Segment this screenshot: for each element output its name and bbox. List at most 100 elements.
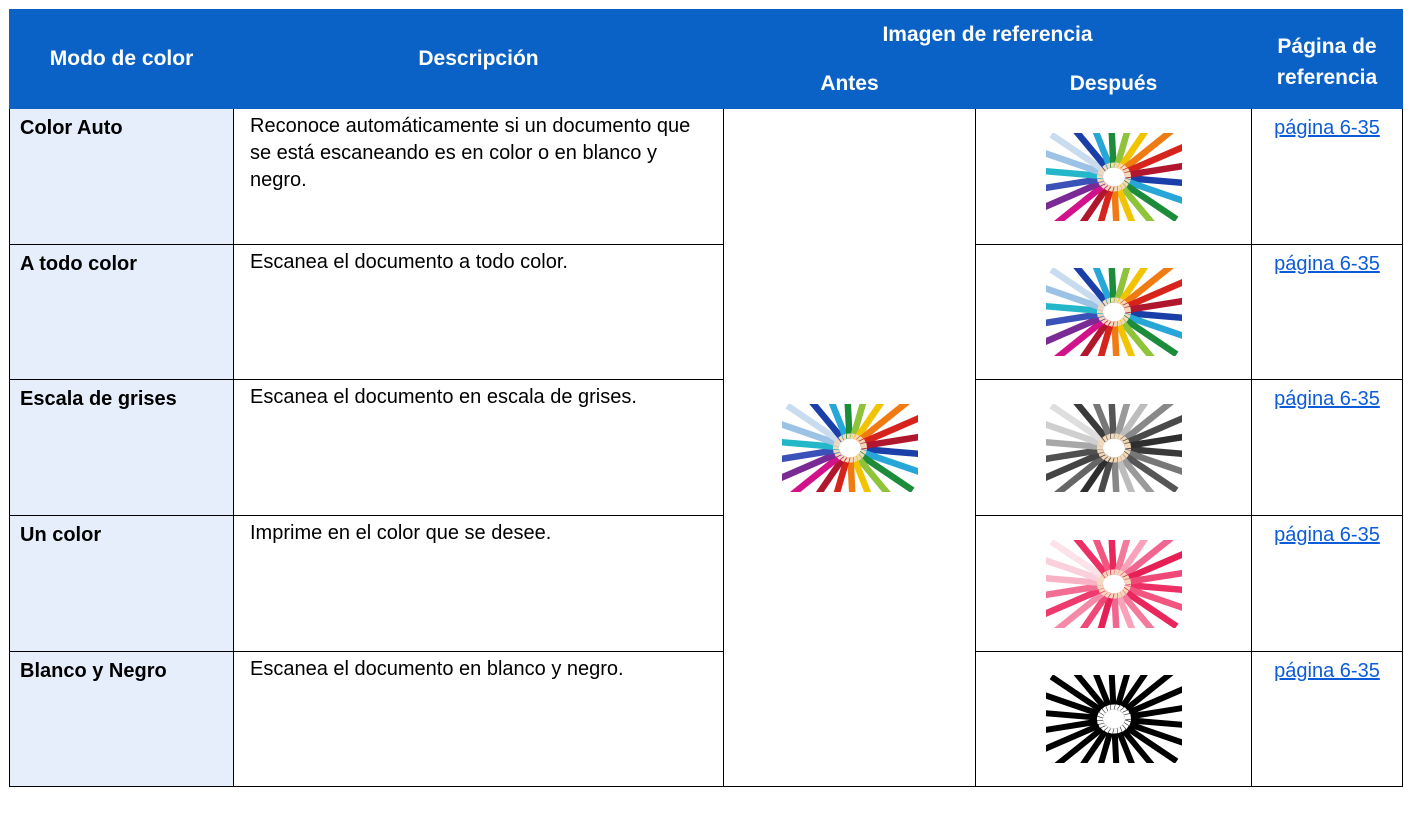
pencil-stroke bbox=[1045, 717, 1104, 733]
pencil-stroke bbox=[1108, 403, 1117, 439]
pencil-stroke bbox=[859, 433, 918, 449]
table-row: Escala de grises Escanea el documento en… bbox=[9, 379, 1403, 516]
pencil-stroke bbox=[852, 403, 884, 442]
pencil-tip bbox=[1101, 298, 1110, 306]
pencil-stroke bbox=[1108, 268, 1117, 303]
pencil-stroke bbox=[855, 403, 910, 444]
pencil-stroke bbox=[856, 450, 914, 492]
pencil-stroke bbox=[815, 453, 847, 492]
pencil-stroke bbox=[1114, 455, 1135, 492]
pencil-stroke bbox=[1116, 268, 1148, 306]
pencil-tip bbox=[1123, 713, 1131, 720]
pencil-stroke bbox=[808, 403, 846, 442]
reference-page-link[interactable]: página 6-35 bbox=[1274, 660, 1380, 682]
pencil-stroke bbox=[1110, 592, 1119, 628]
description-cell: Imprime en el color que se desee. bbox=[233, 515, 724, 652]
pencil-stroke bbox=[1124, 309, 1182, 322]
pencil-stroke bbox=[1122, 719, 1182, 746]
pencil-stroke bbox=[1053, 723, 1108, 763]
pencil-tip bbox=[1105, 297, 1113, 305]
pencil-stroke bbox=[1124, 716, 1182, 728]
before-pencils-image bbox=[781, 403, 918, 492]
pencil-tip bbox=[1116, 705, 1125, 713]
description-cell: Reconoce automáticamente si un documento… bbox=[233, 108, 724, 245]
table-row: Un color Imprime en el color que se dese… bbox=[9, 515, 1403, 652]
pencils-center bbox=[1104, 575, 1123, 592]
after-image-cell bbox=[975, 651, 1252, 787]
pencils-center bbox=[1104, 711, 1123, 727]
pencil-stroke bbox=[1108, 132, 1117, 168]
pencils-graphic bbox=[1045, 403, 1182, 492]
pencil-tip bbox=[1114, 455, 1122, 463]
color-mode-table: Modo de color Descripción Imagen de refe… bbox=[9, 9, 1403, 787]
pencil-tip bbox=[852, 433, 861, 441]
pencil-stroke bbox=[1053, 180, 1108, 221]
pencil-stroke bbox=[1120, 586, 1178, 628]
pencil-tip bbox=[1117, 182, 1126, 190]
pencil-stroke bbox=[1049, 675, 1107, 716]
pencil-stroke bbox=[1079, 182, 1111, 221]
pencil-stroke bbox=[1122, 414, 1182, 447]
table-row: Blanco y Negro Escanea el documento en b… bbox=[9, 651, 1403, 787]
pencil-stroke bbox=[1119, 268, 1174, 309]
pencil-stroke bbox=[1092, 132, 1113, 169]
pencil-tip bbox=[1117, 589, 1126, 597]
pencil-stroke bbox=[1114, 184, 1135, 221]
pencil-stroke bbox=[858, 447, 918, 475]
pencil-tip bbox=[1107, 184, 1114, 192]
pencil-stroke bbox=[1092, 403, 1113, 440]
pencil-tip bbox=[1122, 720, 1131, 727]
pencil-stroke bbox=[1045, 710, 1103, 722]
mode-cell: Escala de grises bbox=[9, 379, 234, 516]
pencil-stroke bbox=[1092, 268, 1113, 305]
pencil-tip bbox=[1117, 725, 1126, 733]
pencil-stroke bbox=[1122, 143, 1182, 176]
pencil-stroke bbox=[1120, 315, 1178, 356]
pencil-stroke bbox=[849, 403, 866, 440]
reference-page-link[interactable]: página 6-35 bbox=[1274, 253, 1380, 275]
pencil-tip bbox=[1105, 704, 1113, 712]
pencil-stroke bbox=[1045, 574, 1103, 586]
pencil-stroke bbox=[1049, 539, 1107, 581]
header-after: Después bbox=[975, 59, 1252, 109]
pencils-graphic bbox=[1045, 268, 1182, 356]
pencil-stroke bbox=[1097, 727, 1114, 763]
pencil-stroke bbox=[844, 403, 853, 439]
pencil-stroke bbox=[1053, 315, 1108, 356]
pencil-stroke bbox=[1122, 550, 1182, 583]
before-image-cell bbox=[723, 108, 976, 787]
pencil-tip bbox=[1102, 318, 1111, 326]
pencil-stroke bbox=[1114, 726, 1135, 763]
pencil-stroke bbox=[1049, 268, 1107, 309]
pencils-graphic bbox=[1045, 539, 1182, 628]
pencil-tip bbox=[1105, 432, 1113, 440]
pencil-tip bbox=[1102, 590, 1111, 598]
pencil-tip bbox=[1123, 442, 1131, 449]
pencil-tip bbox=[1105, 568, 1113, 576]
reference-page-link[interactable]: página 6-35 bbox=[1274, 524, 1380, 546]
pencil-stroke bbox=[1072, 539, 1110, 578]
reference-page-link[interactable]: página 6-35 bbox=[1274, 388, 1380, 410]
pencil-stroke bbox=[1079, 453, 1111, 492]
pencil-stroke bbox=[1079, 318, 1111, 356]
pencil-tip bbox=[1117, 318, 1126, 326]
reference-page-link[interactable]: página 6-35 bbox=[1274, 117, 1380, 139]
pencil-tip bbox=[841, 432, 849, 440]
pencil-tip bbox=[1105, 161, 1113, 169]
mode-cell: A todo color bbox=[9, 244, 234, 380]
mode-cell: Color Auto bbox=[9, 108, 234, 245]
pencil-tip bbox=[859, 442, 867, 449]
pencil-stroke bbox=[1116, 539, 1148, 578]
pencil-tip bbox=[843, 455, 850, 463]
pencil-tip bbox=[1101, 163, 1110, 171]
pencil-tip bbox=[853, 453, 862, 461]
pencil-stroke bbox=[850, 455, 871, 492]
pencil-stroke bbox=[1045, 582, 1104, 598]
pencil-stroke bbox=[1053, 587, 1108, 628]
pencil-stroke bbox=[1045, 420, 1105, 448]
reference-page-cell: página 6-35 bbox=[1251, 515, 1403, 652]
pencil-stroke bbox=[1045, 556, 1105, 584]
pencil-tip bbox=[1113, 161, 1120, 169]
pencil-stroke bbox=[1123, 433, 1182, 449]
pencils-center bbox=[1104, 168, 1123, 185]
